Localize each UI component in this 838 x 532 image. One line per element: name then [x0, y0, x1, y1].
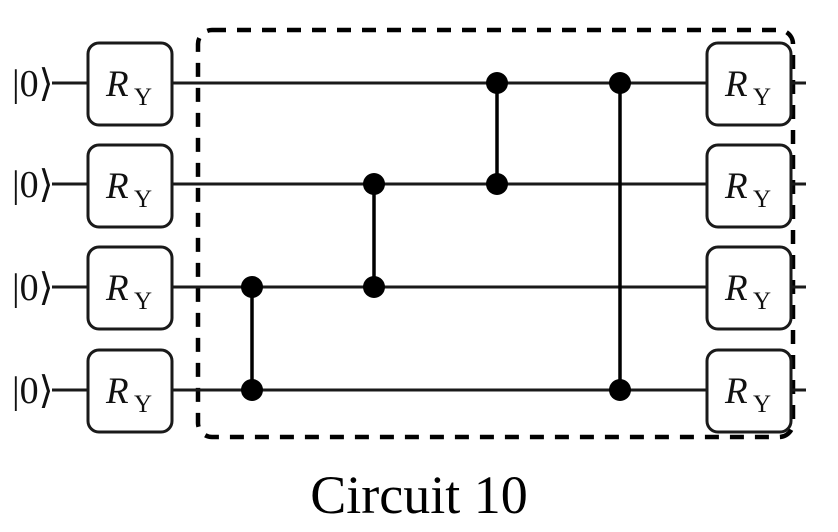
gate-box — [705, 41, 793, 127]
ry-gate-right-q2[interactable]: R Y — [705, 245, 793, 331]
control-dot — [609, 72, 631, 94]
gate-subscript: Y — [134, 84, 152, 111]
gate-label: R — [724, 371, 748, 412]
left-rotation-gates: R Y R Y R Y R Y — [86, 41, 174, 434]
repeated-layer-dashed-box — [195, 27, 796, 440]
qubit-init-label-3: |0⟩ — [12, 370, 53, 412]
gate-box — [705, 348, 793, 434]
control-dot — [486, 173, 508, 195]
gate-subscript: Y — [134, 391, 152, 418]
gate-label: R — [105, 64, 129, 105]
ry-gate-right-q3[interactable]: R Y — [705, 348, 793, 434]
gate-subscript: Y — [753, 84, 771, 111]
ry-gate-right-q0[interactable]: R Y — [705, 41, 793, 127]
gate-box — [86, 143, 174, 229]
ry-gate-right-q1[interactable]: R Y — [705, 143, 793, 229]
qubit-init-label-2: |0⟩ — [12, 267, 53, 309]
gate-label: R — [105, 166, 129, 207]
gate-subscript: Y — [753, 288, 771, 315]
cz-gate-q0-q1[interactable] — [486, 72, 508, 195]
ry-gate-left-q3[interactable]: R Y — [86, 348, 174, 434]
gate-label: R — [724, 268, 748, 309]
gate-box — [86, 348, 174, 434]
gate-label: R — [105, 371, 129, 412]
gate-box — [86, 245, 174, 331]
gate-subscript: Y — [134, 186, 152, 213]
qubit-wires — [52, 81, 806, 392]
control-dot — [486, 72, 508, 94]
cz-gate-q2-q3[interactable] — [241, 276, 263, 401]
gate-subscript: Y — [753, 391, 771, 418]
qubit-init-label-0: |0⟩ — [12, 63, 53, 105]
gate-label: R — [724, 166, 748, 207]
control-dot — [363, 276, 385, 298]
control-dot — [609, 379, 631, 401]
qubit-init-labels: |0⟩ |0⟩ |0⟩ |0⟩ — [12, 63, 53, 412]
gate-label: R — [105, 268, 129, 309]
control-dot — [241, 276, 263, 298]
gate-box — [705, 143, 793, 229]
right-rotation-gates: R Y R Y R Y R Y — [705, 41, 793, 434]
qubit-init-label-1: |0⟩ — [12, 164, 53, 206]
gate-subscript: Y — [134, 288, 152, 315]
control-dot — [241, 379, 263, 401]
cz-gate-q1-q2[interactable] — [363, 173, 385, 298]
ry-gate-left-q2[interactable]: R Y — [86, 245, 174, 331]
figure-caption: Circuit 10 — [310, 465, 527, 525]
entangling-gates — [241, 72, 631, 401]
gate-box — [86, 41, 174, 127]
cz-gate-q0-q3[interactable] — [609, 72, 631, 401]
ry-gate-left-q1[interactable]: R Y — [86, 143, 174, 229]
ry-gate-left-q0[interactable]: R Y — [86, 41, 174, 127]
control-dot — [363, 173, 385, 195]
gate-subscript: Y — [753, 186, 771, 213]
gate-label: R — [724, 64, 748, 105]
gate-box — [705, 245, 793, 331]
